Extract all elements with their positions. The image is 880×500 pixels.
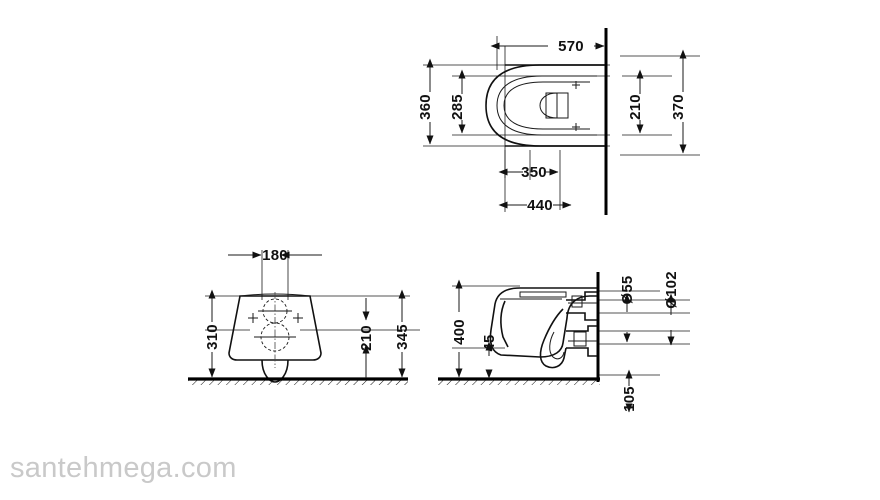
side-view-outlet-connections [566, 291, 597, 357]
dimension-top-285: 285 [449, 69, 466, 134]
dimension-top-370: 370 [670, 49, 687, 154]
dimension-front-180: 180 [228, 247, 322, 264]
front-view-body-outline [228, 295, 322, 361]
dimension-label-345: 345 [394, 324, 411, 350]
top-view: 570 360 285 210 [417, 28, 700, 215]
dimension-label-front-210: 210 [358, 325, 375, 351]
dimension-label-180: 180 [262, 247, 288, 264]
dimension-top-440: 440 [498, 197, 572, 214]
dimension-label-310: 310 [204, 324, 221, 350]
side-view-rim-plate [519, 291, 567, 298]
front-view: 180 310 210 345 [188, 247, 420, 385]
top-view-bowl-outline [485, 64, 605, 147]
dimension-label-350: 350 [521, 164, 547, 181]
dimension-side-d55: Ø55 [619, 276, 636, 343]
dimension-top-570: 570 [490, 38, 605, 55]
dimension-label-570: 570 [558, 38, 584, 55]
front-view-fixing-holes [254, 298, 296, 352]
dimension-label-d55: Ø55 [619, 276, 636, 305]
dimension-top-210: 210 [627, 69, 644, 134]
dimension-label-d102: Ø102 [663, 271, 680, 309]
front-view-floor-hatch [188, 380, 408, 385]
dimension-side-400: 400 [451, 279, 468, 378]
dimension-front-310: 310 [204, 289, 221, 378]
dimension-label-440: 440 [527, 197, 553, 214]
watermark: santehmega.com [10, 452, 237, 484]
side-view-floor-hatch [438, 380, 600, 385]
dimension-label-370: 370 [670, 94, 687, 120]
side-view: 400 45 Ø55 Ø102 [438, 271, 690, 413]
top-view-flush-inlet [539, 92, 569, 119]
dimension-label-400: 400 [451, 319, 468, 345]
top-view-bowl-rim [496, 75, 597, 136]
side-view-bowl-profile [489, 287, 597, 358]
dimension-front-210: 210 [358, 298, 375, 378]
dimension-top-350: 350 [498, 164, 559, 181]
top-view-bowl-opening [503, 81, 590, 130]
dimension-label-210: 210 [627, 94, 644, 120]
dimension-label-105: 105 [621, 386, 638, 412]
dimension-side-105: 105 [621, 369, 638, 413]
dimension-top-360: 360 [417, 58, 434, 145]
top-view-fixing-marks [572, 81, 580, 131]
front-view-cross-marks [248, 313, 303, 323]
side-view-trap-inner [549, 331, 565, 360]
dimension-label-285: 285 [449, 94, 466, 120]
side-view-bowl-inner-wall [500, 300, 509, 348]
dimension-side-d102: Ø102 [663, 271, 680, 346]
side-view-trap [539, 308, 567, 369]
dimension-label-360: 360 [417, 94, 434, 120]
dimension-label-45: 45 [481, 334, 498, 351]
dimension-front-345: 345 [394, 289, 411, 378]
side-view-fixing-detail [568, 302, 597, 342]
dimension-side-45: 45 [481, 334, 498, 379]
